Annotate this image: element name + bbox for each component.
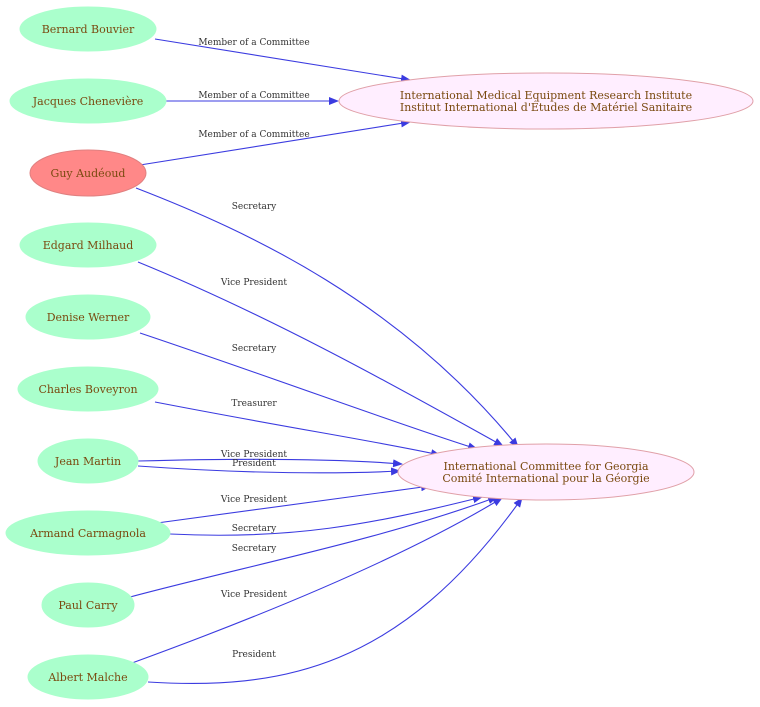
person-name: Charles Boveyron — [38, 383, 137, 396]
organization-node-imeri[interactable]: International Medical Equipment Research… — [338, 72, 754, 130]
person-node-audeoud[interactable]: Guy Audéoud — [29, 149, 147, 197]
edge-malche-icg: President — [147, 497, 523, 684]
person-name: Jacques Chenevière — [32, 95, 144, 108]
person-name: Denise Werner — [47, 311, 130, 324]
edge-label: Secretary — [232, 524, 277, 534]
person-name: Bernard Bouvier — [42, 23, 135, 36]
person-name: Paul Carry — [58, 599, 118, 612]
person-ellipse — [41, 582, 135, 628]
edge-label: Member of a Committee — [198, 38, 309, 48]
edge-werner-icg: Secretary — [139, 332, 478, 451]
edge-line — [154, 38, 411, 83]
organization-name-line: International Medical Equipment Research… — [400, 89, 692, 102]
person-ellipse — [37, 438, 139, 484]
edge-label: President — [232, 650, 276, 660]
person-ellipse — [25, 294, 151, 340]
person-ellipse — [19, 6, 157, 52]
edge-label: Secretary — [232, 202, 277, 212]
person-name: Edgard Milhaud — [43, 239, 134, 252]
edge-label: Secretary — [232, 544, 277, 554]
person-node-malche[interactable]: Albert Malche — [27, 654, 149, 700]
edge-label: Member of a Committee — [198, 130, 309, 140]
person-node-milhaud[interactable]: Edgard Milhaud — [19, 222, 157, 268]
person-ellipse — [27, 654, 149, 700]
organization-name-line: Comité International pour la Géorgie — [442, 472, 649, 485]
person-ellipse — [5, 510, 171, 556]
edge-label: Secretary — [232, 344, 277, 354]
edge-carry-icg: Secretary — [129, 496, 498, 598]
edge-line — [129, 496, 498, 598]
edge-line — [135, 187, 519, 448]
person-ellipse — [19, 222, 157, 268]
person-node-cheneviere[interactable]: Jacques Chenevière — [9, 78, 167, 124]
person-name: Jean Martin — [54, 455, 121, 468]
edge-cheneviere-imeri: Member of a Committee — [166, 91, 339, 105]
person-node-boveyron[interactable]: Charles Boveyron — [17, 366, 159, 412]
edge-label: Vice President — [220, 278, 288, 288]
edge-line — [137, 465, 401, 476]
organization-ellipse — [338, 72, 754, 130]
organization-name-line: International Committee for Georgia — [444, 460, 649, 473]
edge-audeoud-imeri: Member of a Committee — [139, 119, 411, 166]
person-name: Armand Carmagnola — [29, 527, 146, 540]
edge-line — [139, 119, 411, 166]
person-node-bouvier[interactable]: Bernard Bouvier — [19, 6, 157, 52]
person-node-werner[interactable]: Denise Werner — [25, 294, 151, 340]
edge-line — [131, 497, 503, 664]
organization-ellipse — [397, 443, 695, 501]
edge-carry-icg: Vice President — [131, 497, 503, 664]
edge-label: Vice President — [220, 590, 288, 600]
edge-boveyron-icg: Treasurer — [154, 399, 441, 458]
organization-name-line: Institut International d'Études de Matér… — [400, 100, 692, 114]
person-ellipse — [17, 366, 159, 412]
edge-line — [154, 401, 441, 458]
person-node-carry[interactable]: Paul Carry — [41, 582, 135, 628]
edge-line — [137, 261, 504, 447]
person-ellipse — [29, 149, 147, 197]
edge-line — [139, 332, 478, 451]
edge-line — [169, 495, 483, 536]
edge-line — [156, 483, 431, 524]
person-name: Albert Malche — [47, 671, 127, 684]
edge-label: President — [232, 459, 276, 469]
person-node-carmagnola[interactable]: Armand Carmagnola — [5, 510, 171, 556]
organization-node-icg[interactable]: International Committee for GeorgiaComit… — [397, 443, 695, 501]
person-name: Guy Audéoud — [51, 167, 126, 180]
edge-bouvier-imeri: Member of a Committee — [154, 38, 411, 83]
edge-milhaud-icg: Vice President — [137, 261, 504, 447]
edge-label: Treasurer — [231, 399, 277, 409]
edge-carmagnola-icg: Secretary — [169, 495, 483, 536]
edge-label: Vice President — [220, 450, 288, 460]
edge-carmagnola-icg: Vice President — [156, 483, 431, 524]
edge-line — [147, 497, 523, 684]
person-ellipse — [9, 78, 167, 124]
edge-label: Member of a Committee — [198, 91, 309, 101]
edge-audeoud-icg: Secretary — [135, 187, 519, 448]
edge-line — [137, 458, 403, 468]
edge-label: Vice President — [220, 495, 288, 505]
person-node-martin[interactable]: Jean Martin — [37, 438, 139, 484]
edge-martin-icg: President — [137, 459, 401, 476]
edge-martin-icg: Vice President — [137, 450, 403, 468]
